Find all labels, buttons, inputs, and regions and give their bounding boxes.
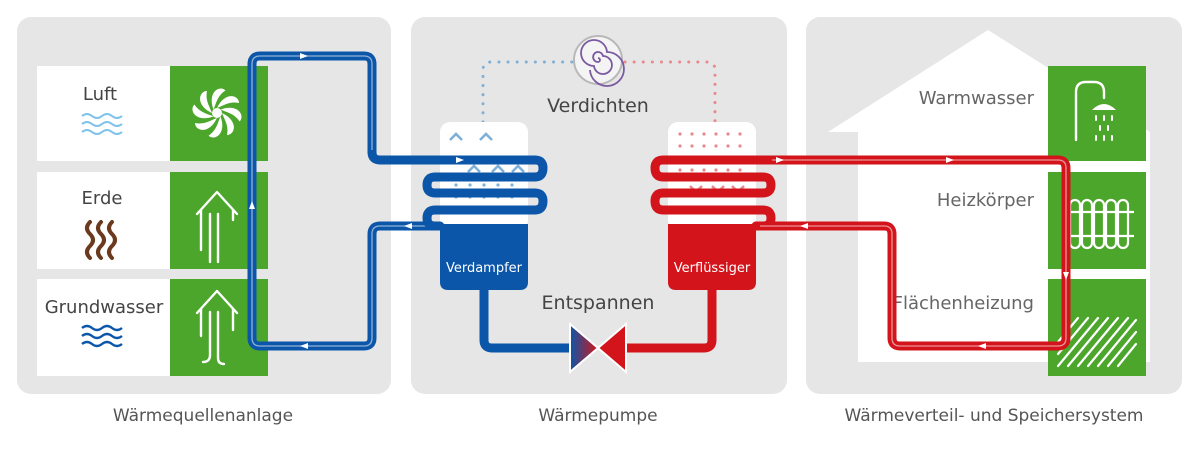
source-item-earth: Erde: [37, 172, 268, 269]
expansion-valve-icon: [569, 321, 627, 375]
flow-arrow-icon: [300, 53, 308, 59]
distribution-item-floor-heating-label: Flächenheizung: [893, 293, 1034, 314]
flow-arrow-icon: [946, 157, 954, 163]
source-item-air: Luft: [37, 66, 268, 161]
flow-arrow-icon: [249, 201, 255, 209]
refrigerant-vapor-lines: [481, 60, 717, 124]
earth-pipe-icon: [195, 190, 239, 264]
distribution-loop-pipe: [751, 155, 1071, 351]
source-item-groundwater: Grundwasser: [37, 279, 268, 376]
condenser-label: Verflüssiger: [674, 261, 751, 276]
distribution-item-hot-water: [1048, 66, 1146, 161]
pump-panel: [411, 17, 787, 394]
flow-arrow-icon: [776, 157, 784, 163]
distribution-item-hot-water-label: Warmwasser: [919, 88, 1035, 109]
condenser: Verflüssiger: [650, 122, 776, 290]
source-item-air-label: Luft: [83, 84, 117, 105]
source-item-groundwater-label: Grundwasser: [45, 297, 164, 318]
distribution-item-radiator-label: Heizkörper: [937, 190, 1035, 211]
flow-arrow-icon: [978, 343, 986, 349]
flow-arrow-icon: [800, 223, 808, 229]
fan-icon: [192, 88, 242, 138]
source-loop-pipe: [247, 51, 445, 351]
distribution-caption: Wärmeverteil- und Speichersystem: [844, 406, 1143, 426]
expand-label: Entspannen: [542, 292, 655, 314]
expansion-line: [479, 285, 717, 353]
flow-arrow-icon: [1063, 272, 1069, 280]
compress-label: Verdichten: [547, 95, 649, 117]
air-waves-icon: [81, 113, 123, 135]
groundwater-well-icon: [195, 289, 239, 366]
source-caption: Wärmequellenanlage: [113, 406, 293, 426]
evaporator: Verdampfer: [422, 122, 548, 290]
groundwater-waves-icon: [81, 324, 123, 348]
radiator-icon: [1064, 198, 1134, 250]
earth-waves-icon: [85, 220, 117, 260]
flow-arrow-icon: [404, 223, 412, 229]
flow-arrow-icon: [300, 343, 308, 349]
source-item-earth-label: Erde: [82, 188, 123, 209]
pump-caption: Wärmepumpe: [538, 406, 657, 426]
shower-icon: [1074, 80, 1116, 142]
evaporator-label: Verdampfer: [446, 261, 523, 276]
compressor-icon: [573, 35, 625, 87]
